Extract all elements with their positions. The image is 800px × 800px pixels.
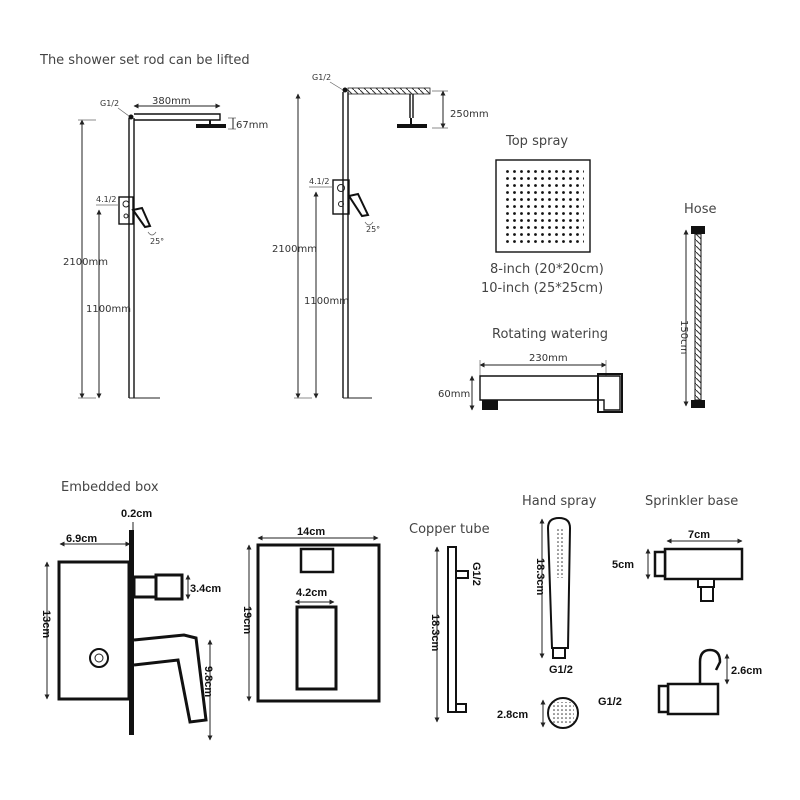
shower-head — [397, 124, 427, 128]
svg-text:67mm: 67mm — [236, 120, 268, 131]
svg-text:1100mm: 1100mm — [304, 296, 349, 307]
svg-text:2100mm: 2100mm — [272, 244, 317, 255]
mixer-valve-box — [332, 179, 350, 215]
riser-pipe — [342, 92, 349, 398]
svg-text:2.6cm: 2.6cm — [731, 665, 762, 677]
top-spray-size-10in: 10-inch (25*25cm) — [481, 281, 603, 296]
svg-text:25°: 25° — [366, 225, 380, 234]
top-spray-size-8in: 8-inch (20*20cm) — [490, 262, 604, 277]
svg-text:5cm: 5cm — [612, 559, 634, 571]
svg-text:G1/2: G1/2 — [549, 664, 573, 676]
svg-text:4.1/2: 4.1/2 — [309, 177, 330, 186]
embedded-box-title: Embedded box — [61, 480, 159, 495]
svg-text:13cm: 13cm — [40, 610, 52, 638]
spout-body — [479, 375, 621, 411]
svg-text:60mm: 60mm — [438, 389, 470, 400]
copper-tube-title: Copper tube — [409, 522, 490, 537]
rotating-title: Rotating watering — [492, 327, 608, 342]
sprinkler-base: Sprinkler base 7cm 5cm 2.6cm G1/2 — [598, 494, 762, 716]
hose-coil — [694, 233, 702, 401]
hose-nut-top — [691, 226, 705, 234]
svg-text:G1/2: G1/2 — [598, 696, 622, 708]
svg-text:9.8cm: 9.8cm — [202, 666, 214, 697]
svg-text:G1/2: G1/2 — [312, 73, 331, 82]
valve-handle — [131, 206, 152, 229]
lever-handle — [133, 633, 208, 724]
ceiling-arm — [347, 87, 431, 95]
knob-cylinder — [154, 573, 184, 601]
svg-text:230mm: 230mm — [529, 353, 568, 364]
spray-holes — [502, 166, 584, 246]
svg-text:2100mm: 2100mm — [63, 257, 108, 268]
svg-text:150cm: 150cm — [678, 320, 689, 354]
joint-dot — [128, 114, 134, 120]
shower-set-2: G1/2 250mm 25° 4.1/2 2100mm 1100mm — [272, 73, 489, 399]
base-body-top — [663, 547, 744, 581]
hand-spray: Hand spray 18.3cm G1/2 2.8cm — [497, 494, 597, 729]
top-spray-title: Top spray — [505, 134, 568, 149]
hand-spray-title: Hand spray — [522, 494, 597, 509]
hand-holder — [698, 648, 722, 684]
shower-arm — [134, 113, 221, 121]
embedded-box-front: 14cm 4.2cm 19cm — [241, 526, 381, 703]
valve-handle — [347, 192, 370, 218]
drop-pipe — [409, 94, 414, 118]
rotating-spout: Rotating watering 230mm 60mm — [438, 327, 623, 413]
svg-text:0.2cm: 0.2cm — [121, 508, 152, 520]
svg-text:2.8cm: 2.8cm — [497, 709, 528, 721]
hand-spray-body — [546, 516, 572, 649]
svg-text:6.9cm: 6.9cm — [66, 533, 97, 545]
top-spray: Top spray 8-inch (20*20cm) 10-inch (25*2… — [481, 134, 604, 296]
diverter-square — [299, 547, 335, 574]
svg-text:25°: 25° — [150, 237, 164, 246]
svg-text:380mm: 380mm — [152, 96, 191, 107]
shower-set-1: G1/2 380mm 67mm 25° 4.1/2 2100mm 1100mm — [63, 96, 268, 399]
svg-text:4.1/2: 4.1/2 — [96, 195, 117, 204]
svg-text:4.2cm: 4.2cm — [296, 587, 327, 599]
hose-nut-bottom — [691, 400, 705, 408]
shower-hose: Hose 150cm — [678, 202, 717, 408]
riser-pipe — [128, 118, 135, 398]
svg-text:G1/2: G1/2 — [100, 99, 119, 108]
embedded-box-side: Embedded box 0.2cm 6.9cm 3.4cm 9.8cm 13c… — [40, 480, 221, 741]
svg-text:19cm: 19cm — [241, 606, 253, 634]
svg-text:7cm: 7cm — [688, 529, 710, 541]
cover-plate-edge — [129, 530, 134, 735]
svg-text:250mm: 250mm — [450, 109, 489, 120]
sprinkler-base-title: Sprinkler base — [645, 494, 738, 509]
svg-text:3.4cm: 3.4cm — [190, 583, 221, 595]
hose-title: Hose — [684, 202, 717, 217]
valve-knob — [122, 200, 130, 208]
svg-text:1100mm: 1100mm — [86, 304, 131, 315]
handle-front — [295, 605, 338, 691]
svg-text:18.3cm: 18.3cm — [534, 558, 546, 596]
base-body-side — [666, 682, 720, 716]
svg-text:14cm: 14cm — [297, 526, 325, 538]
tube-body — [447, 546, 457, 713]
diverter-knob — [89, 648, 109, 668]
stem-cylinder — [132, 575, 158, 599]
caption-rod-lifted: The shower set rod can be lifted — [39, 53, 250, 68]
valve-knob — [337, 184, 345, 192]
copper-tube: Copper tube G1/2 18.3cm — [409, 522, 490, 723]
svg-text:18.3cm: 18.3cm — [429, 614, 441, 652]
box-body — [57, 560, 131, 701]
svg-text:G1/2: G1/2 — [470, 562, 482, 586]
